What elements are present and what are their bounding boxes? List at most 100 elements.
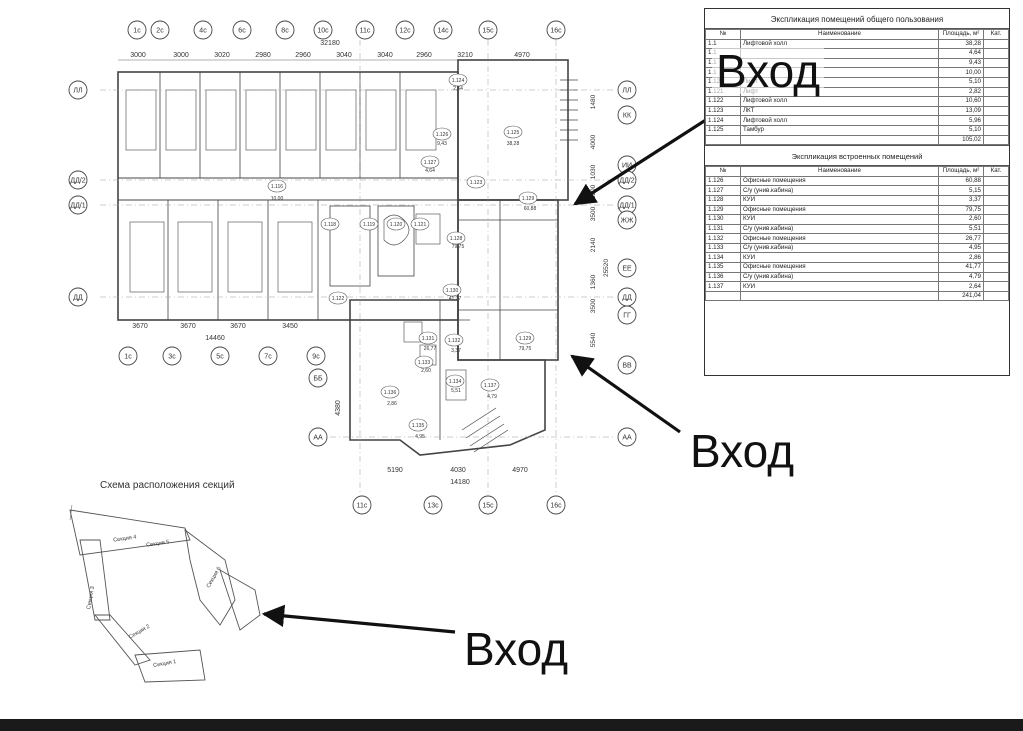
dimension-label: 2980	[255, 52, 271, 59]
dimension-label: 2140	[590, 237, 597, 252]
room-area-label: 2,86	[387, 401, 397, 407]
room-tag-label: 1.135	[412, 423, 425, 429]
room-tag-label: 1.123	[470, 180, 483, 186]
axis-bubble-label: 10с	[317, 28, 329, 35]
header-cell: Кат.	[983, 29, 1009, 40]
header-cell: Наименование	[740, 166, 939, 177]
axis-bubble-label: ГГ	[623, 313, 631, 320]
axis-bubble-label: ДД/1	[70, 203, 85, 210]
axis-bubble-label: 1с	[133, 28, 141, 35]
schedule-cell: 4,95	[938, 242, 984, 254]
schedule-cell: 1.136	[705, 271, 741, 283]
section-scheme-title: Схема расположения секций	[100, 480, 235, 491]
schedule-cell: 5,15	[938, 185, 984, 196]
axis-bubble	[546, 20, 566, 40]
dimension-label: 3500	[590, 298, 597, 313]
schedule-cell: С/у (унив.кабина)	[740, 242, 939, 254]
dimension-label: 3670	[132, 323, 148, 330]
axis-bubble-label: 12с	[399, 28, 411, 35]
schedule-cell: 10,60	[938, 96, 984, 107]
dimension-label: 2960	[416, 52, 432, 59]
axis-bubble-label: ЛЛ	[73, 88, 83, 95]
right-dimensions: 1480400010301200350021401360350055402552…	[590, 94, 610, 347]
dimension-label: 3040	[377, 52, 393, 59]
schedule-cell: 5,10	[938, 124, 984, 136]
axis-bubble-label: ДД/2	[70, 178, 85, 185]
room-tag-label: 1.136	[384, 390, 397, 396]
total-cell: 105,02	[938, 134, 984, 146]
schedule-cell: Лифтовой холл	[740, 96, 939, 107]
schedule-cell	[983, 38, 1009, 50]
room-tag	[386, 217, 406, 231]
room-tag	[480, 378, 500, 392]
commercial-block	[349, 59, 578, 456]
room-tag-label: 1.124	[452, 78, 465, 84]
header-cell: Наименование	[740, 29, 939, 40]
axis-bubble	[617, 80, 637, 100]
schedule-cell	[983, 175, 1009, 187]
schedule-cell: КУИ	[740, 281, 939, 292]
room-area-label: 5,51	[451, 388, 461, 394]
room-area-label: 79,75	[519, 346, 532, 352]
room-area-label: 2,60	[421, 368, 431, 374]
axis-bubble	[193, 20, 213, 40]
room-tag	[445, 374, 465, 388]
schedule-cell	[983, 105, 1009, 117]
schedule-cell: 1.127	[705, 185, 741, 196]
room-tag	[359, 217, 379, 231]
room-tag-label: 1.132	[448, 338, 461, 344]
axis-bubble	[162, 346, 182, 366]
axis-bubble-label: ЖЖ	[621, 218, 634, 225]
room-tag	[446, 231, 466, 245]
dimension-label: 4030	[450, 467, 466, 474]
header-cell: Площадь, м²	[938, 29, 984, 40]
schedule-cell: КУИ	[740, 194, 939, 206]
total-cell: 241,04	[938, 290, 984, 302]
overall-dimension: 32180	[320, 40, 340, 47]
schedule-header-row: № Наименование Площадь, м² Кат.	[705, 29, 1009, 40]
entrance-label-middle: Вход	[686, 428, 799, 474]
room-tag-label: 1.137	[484, 383, 497, 389]
dimension-label: 5540	[590, 332, 597, 347]
axis-bubble-label: 7с	[264, 354, 272, 361]
schedule-cell: 1.125	[705, 124, 741, 136]
residential-wing	[117, 71, 459, 321]
axis-bubble-label: ДД	[73, 295, 83, 302]
schedule-cell: С/у (унив.кабина)	[740, 223, 939, 235]
schedule-cell: 2,60	[938, 214, 984, 225]
schedule-cell: 1.130	[705, 214, 741, 225]
schedule-cell: 1.124	[705, 115, 741, 126]
room-area-label: 26,77	[424, 346, 437, 352]
schedule-cell: 1.137	[705, 281, 741, 292]
room-tag	[515, 331, 535, 345]
axis-bubble-label: 9с	[312, 354, 320, 361]
axis-bubble	[275, 20, 295, 40]
room-tag	[448, 73, 468, 87]
overall-dimension: 25520	[603, 259, 610, 277]
schedule-cell: 1.126	[705, 175, 741, 187]
room-tag-label: 1.121	[414, 222, 427, 228]
schedule-cell	[983, 86, 1009, 98]
schedule-cell: 5,10	[938, 76, 984, 88]
schedule-cell	[983, 185, 1009, 196]
axis-bubble-label: 2с	[156, 28, 164, 35]
section-scheme	[69, 504, 261, 683]
schedule-cell: 2,64	[938, 281, 984, 292]
dimension-label: 1030	[590, 164, 597, 179]
room-area-label: 10,00	[271, 196, 284, 202]
room-area-label: 60,88	[524, 206, 537, 212]
schedule-cell: 4,64	[938, 48, 984, 59]
schedule-cell	[983, 271, 1009, 283]
schedule-cell: Офисные помещения	[740, 233, 939, 244]
axis-bubble-label: АА	[622, 435, 632, 442]
room-tag	[503, 125, 523, 139]
